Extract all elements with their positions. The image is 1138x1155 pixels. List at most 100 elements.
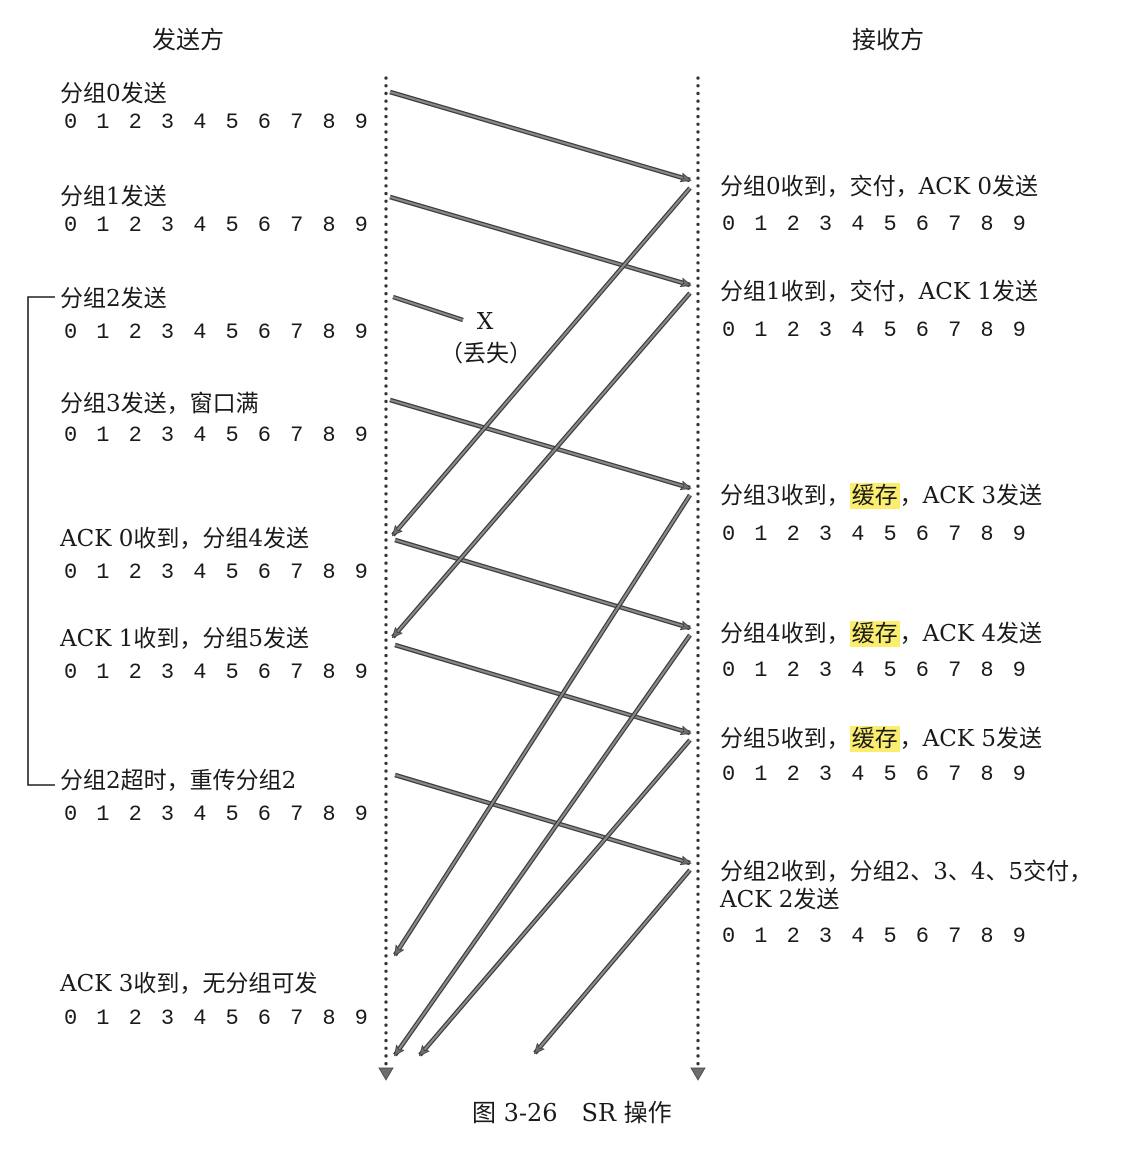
- sequence-number: 2: [122, 423, 161, 451]
- receiver-event-label: 分组5收到，缓存，ACK 5发送: [720, 725, 1042, 753]
- loss-note: （丢失）: [440, 341, 532, 367]
- sequence-number: 4: [187, 560, 225, 588]
- sequence-number: 9: [354, 423, 368, 448]
- sender-event-label: 分组0发送: [60, 81, 167, 107]
- sequence-number: 7: [948, 522, 962, 547]
- sequence-number: 4: [193, 320, 207, 345]
- sequence-number: 0: [57, 320, 96, 348]
- sequence-number: 9: [1006, 924, 1045, 952]
- receiver-event-text: 分组3收到，: [720, 483, 850, 509]
- buffered-highlight: 缓存: [849, 726, 900, 752]
- sequence-number: 1: [90, 320, 128, 348]
- receiver-event-text: 分组0收到，交付，ACK 0发送: [720, 174, 1038, 200]
- sequence-number: 2: [122, 110, 161, 138]
- sender-event-label: 分组1发送: [60, 184, 167, 210]
- sequence-number: 7: [948, 212, 962, 237]
- sequence-number: 0: [715, 212, 754, 240]
- sequence-number: 3: [154, 1006, 193, 1034]
- sequence-number: 1: [90, 110, 128, 138]
- sequence-number: 8: [322, 423, 336, 448]
- sequence-number: 8: [980, 762, 994, 787]
- sender-event-label: ACK 0收到，分组4发送: [60, 526, 309, 552]
- packet-5-arrow: [394, 642, 690, 733]
- sequence-number: 2: [122, 802, 161, 830]
- sequence-number: 0: [722, 762, 736, 787]
- sequence-number: 8: [322, 560, 336, 585]
- sequence-number: 7: [290, 802, 304, 827]
- sequence-number: 0: [64, 1006, 78, 1031]
- sequence-number: 9: [354, 802, 368, 827]
- figure-caption: 图 3-26 SR 操作: [472, 1099, 672, 1127]
- sequence-number: 8: [322, 802, 336, 827]
- sequence-number: 6: [915, 658, 929, 683]
- sequence-number: 5: [877, 762, 915, 790]
- sequence-number: 5: [219, 1006, 257, 1034]
- loss-x-label: X: [476, 309, 494, 335]
- sequence-number: 4: [193, 423, 207, 448]
- sender-event-label: 分组2超时，重传分组2: [60, 768, 297, 794]
- sequence-number: 8: [980, 318, 994, 343]
- sequence-number: 7: [948, 318, 962, 343]
- sequence-number: 3: [812, 318, 851, 346]
- sequence-number: 4: [845, 762, 883, 790]
- sequence-number: 1: [96, 1006, 110, 1031]
- sequence-number: 1: [90, 423, 128, 451]
- receiver-event-label: 分组3收到，缓存，ACK 3发送: [720, 482, 1042, 510]
- sequence-number: 0: [64, 560, 78, 585]
- sequence-number: 4: [845, 318, 883, 346]
- sender-event-label: 分组3发送，窗口满: [60, 391, 259, 417]
- sequence-number: 4: [845, 658, 883, 686]
- sequence-number: 2: [122, 660, 161, 688]
- sequence-number: 4: [187, 802, 225, 830]
- sequence-number: 4: [193, 213, 207, 238]
- receiver-event-text: 分组1收到，交付，ACK 1发送: [720, 279, 1038, 305]
- receiver-event-text: ，ACK 5发送: [899, 726, 1042, 752]
- packet-2-retransmit-arrow: [394, 772, 690, 863]
- packet-4-arrow: [394, 537, 690, 628]
- receiver-timeline-end-arrow-icon: [690, 1067, 706, 1081]
- sequence-number: 7: [290, 1006, 304, 1031]
- ack-4-arrow: [393, 633, 692, 1055]
- sequence-number: 2: [122, 213, 161, 241]
- sequence-number: 1: [90, 213, 128, 241]
- receiver-event-text: 分组5收到，: [720, 726, 850, 752]
- sequence-number: 8: [322, 213, 336, 238]
- sequence-number: 2: [122, 1006, 161, 1034]
- sequence-number: 1: [754, 658, 768, 683]
- sequence-number: 2: [780, 762, 819, 790]
- sequence-number: 3: [154, 560, 193, 588]
- sequence-number: 6: [257, 110, 271, 135]
- sequence-number: 4: [187, 1006, 225, 1034]
- sender-event-label: 分组2发送: [60, 286, 167, 312]
- sequence-number: 3: [812, 522, 851, 550]
- receiver-event-text: ，ACK 3发送: [899, 483, 1042, 509]
- sequence-number: 0: [722, 658, 736, 683]
- sequence-number: 6: [257, 802, 271, 827]
- packet-2-lost-arrow: [392, 294, 464, 323]
- ack-5-arrow: [418, 738, 692, 1057]
- sequence-number: 7: [290, 560, 304, 585]
- sequence-number: 1: [754, 924, 768, 949]
- sequence-number: 3: [154, 423, 193, 451]
- sequence-number: 9: [354, 660, 368, 685]
- sequence-number: 4: [845, 522, 883, 550]
- sequence-number: 6: [909, 924, 948, 952]
- sequence-number: 2: [122, 320, 161, 348]
- sequence-number: 0: [57, 110, 96, 138]
- sequence-number: 8: [322, 660, 336, 685]
- sequence-number: 3: [154, 213, 193, 241]
- receiver-event-line: ACK 2发送: [720, 887, 840, 913]
- receiver-event-label: 分组1收到，交付，ACK 1发送: [720, 278, 1038, 306]
- ack-3-arrow: [393, 493, 692, 955]
- sequence-number: 1: [90, 560, 128, 588]
